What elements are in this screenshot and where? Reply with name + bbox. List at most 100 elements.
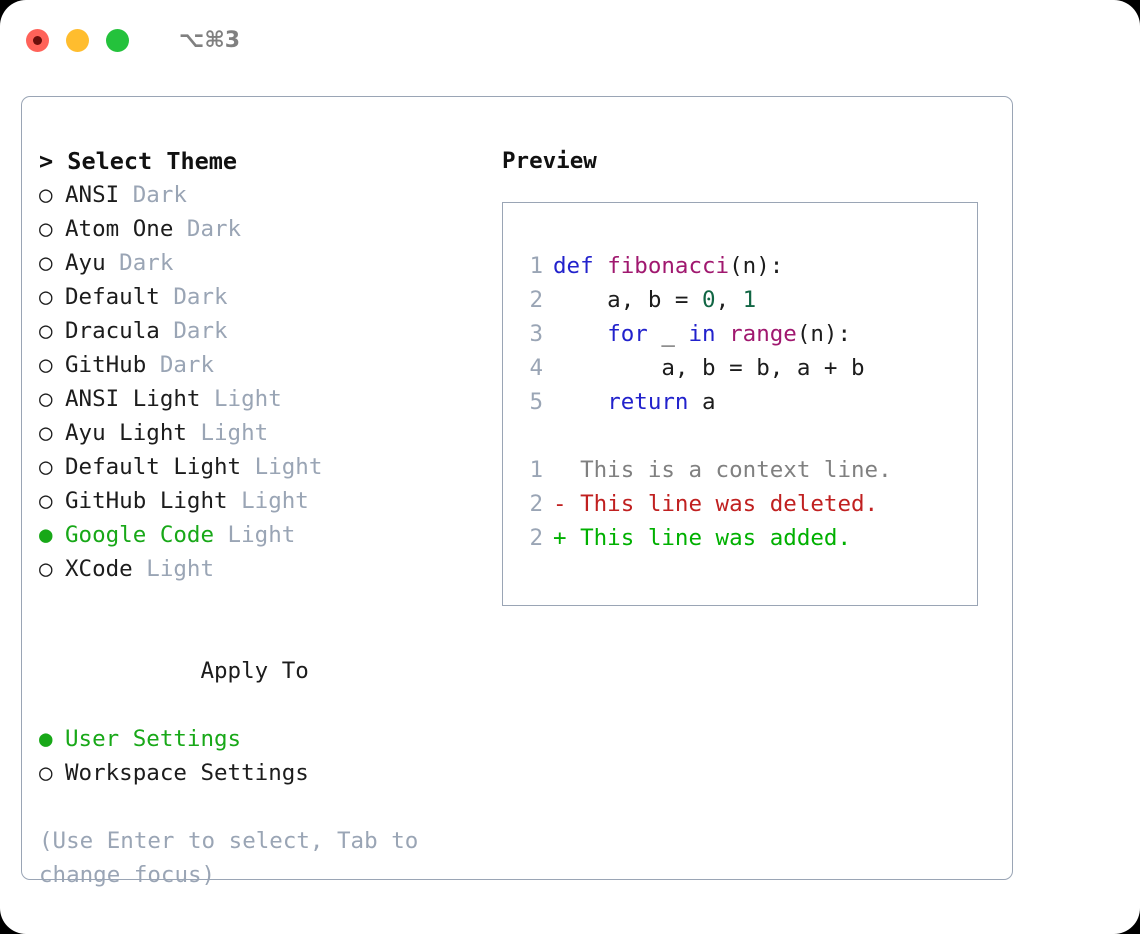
radio-unselected-icon: ○: [39, 318, 53, 344]
keyboard-shortcut-label: ⌥⌘3: [179, 27, 241, 53]
apply-to-option-label: Workspace Settings: [65, 760, 309, 786]
theme-option-kind: Light: [200, 386, 282, 412]
code-line: 2 a, b = 0, 1: [515, 283, 977, 317]
diff-line-text: - This line was deleted.: [553, 491, 879, 517]
code-token: (n):: [796, 321, 852, 347]
theme-option-name: Ayu: [65, 250, 106, 276]
theme-option-kind: Dark: [119, 182, 187, 208]
theme-option-kind: Dark: [159, 318, 228, 344]
apply-to-option[interactable]: ○ Workspace Settings: [39, 756, 479, 790]
theme-option-kind: Light: [186, 420, 269, 446]
code-token: (n):: [729, 253, 784, 279]
apply-to-option[interactable]: ●User Settings: [39, 722, 479, 756]
line-number: 2: [529, 525, 543, 551]
theme-option[interactable]: ○ ANSI Light Light: [39, 382, 479, 416]
code-token: 1: [742, 287, 757, 313]
apply-to-list: ●User Settings ○ Workspace Settings: [39, 722, 479, 790]
theme-option-name: Google Code: [65, 522, 215, 548]
theme-option[interactable]: ○Ayu Dark: [39, 246, 479, 280]
theme-option-kind: Light: [241, 454, 323, 480]
theme-option[interactable]: ○ Dracula Dark: [39, 314, 479, 348]
theme-picker-prompt: > Select Theme: [39, 147, 238, 175]
theme-option[interactable]: ○GitHub Light Light: [39, 484, 479, 518]
close-button[interactable]: [26, 28, 49, 52]
theme-option-name: GitHub Light: [65, 488, 228, 514]
theme-list: ○ANSI Dark○Atom One Dark○Ayu Dark○Defaul…: [39, 178, 479, 586]
code-token: [553, 321, 607, 347]
title-bar: ⌥⌘3: [0, 0, 1140, 80]
theme-option[interactable]: ○ Atom One Dark: [39, 212, 479, 246]
line-number: 1: [529, 253, 543, 279]
diff-line: 2 - This line was deleted.: [515, 487, 977, 521]
dialog-panel: > Select Theme ○ANSI Dark○Atom One Dark○…: [21, 96, 1013, 888]
code-token: [553, 389, 607, 415]
radio-selected-icon: ●: [39, 522, 53, 548]
code-token: def: [553, 253, 608, 279]
code-line: 4 a, b = b, a + b: [515, 351, 977, 385]
radio-selected-icon: ●: [39, 726, 53, 752]
keyboard-hint: (Use Enter to select, Tab to change focu…: [39, 828, 419, 888]
diff-line-text: This is a context line.: [553, 457, 892, 483]
theme-option[interactable]: ○ GitHub Dark: [39, 348, 479, 382]
traffic-lights: [26, 28, 129, 52]
theme-option-kind: Dark: [146, 352, 215, 378]
theme-option-name: Dracula: [65, 318, 160, 344]
code-line: 1 def fibonacci(n):: [515, 249, 977, 283]
line-number: 5: [529, 389, 543, 415]
diff-line: 1 This is a context line.: [515, 453, 977, 487]
theme-option-name: GitHub: [65, 352, 147, 378]
radio-unselected-icon: ○: [39, 182, 53, 208]
theme-option-kind: Light: [132, 556, 215, 582]
spacer: [515, 419, 977, 453]
diff-line-text: + This line was added.: [553, 525, 852, 551]
line-number: 2: [529, 287, 543, 313]
radio-unselected-icon: ○: [39, 386, 53, 412]
theme-option-name: Ayu Light: [65, 420, 187, 446]
line-number: 1: [529, 457, 543, 483]
theme-option-name: Default Light: [65, 454, 242, 480]
line-number: 3: [529, 321, 543, 347]
radio-unselected-icon: ○: [39, 556, 53, 582]
theme-option[interactable]: ○ ANSI Dark: [39, 178, 479, 212]
maximize-button[interactable]: [106, 28, 129, 52]
theme-option[interactable]: ○Default Dark: [39, 280, 479, 314]
code-token: a, b =: [553, 287, 703, 313]
theme-option[interactable]: ○ XCode Light: [39, 552, 479, 586]
code-line: 5 return a: [515, 385, 977, 419]
radio-unselected-icon: ○: [39, 454, 53, 480]
theme-option[interactable]: ○ Default Light Light: [39, 450, 479, 484]
theme-option[interactable]: ● Google Code Light: [39, 518, 479, 552]
theme-option-name: ANSI Light: [65, 386, 201, 412]
theme-option[interactable]: ○ Ayu Light Light: [39, 416, 479, 450]
radio-unselected-icon: ○: [39, 216, 53, 242]
apply-to-title: Apply To: [200, 658, 309, 684]
theme-option-kind: Dark: [105, 250, 174, 276]
theme-option-name: Atom One: [65, 216, 174, 242]
diff-line: 2 + This line was added.: [515, 521, 977, 555]
code-token: 0: [702, 287, 716, 313]
line-number: 2: [529, 491, 543, 517]
preview-title: Preview: [502, 148, 597, 174]
theme-option-kind: Dark: [159, 284, 228, 310]
radio-unselected-icon: ○: [39, 760, 53, 786]
code-token: range: [729, 321, 797, 347]
radio-unselected-icon: ○: [39, 420, 53, 446]
radio-unselected-icon: ○: [39, 488, 53, 514]
line-number: 4: [529, 355, 543, 381]
code-token: ,: [715, 287, 743, 313]
theme-option-kind: Light: [214, 522, 296, 548]
code-token: in: [688, 321, 716, 347]
minimize-button[interactable]: [66, 28, 89, 52]
theme-picker: > Select Theme ○ANSI Dark○Atom One Dark○…: [39, 144, 479, 892]
radio-unselected-icon: ○: [39, 284, 53, 310]
theme-option-name: ANSI: [65, 182, 120, 208]
code-token: [716, 321, 730, 347]
code-token: return: [607, 389, 689, 415]
code-token: _: [647, 321, 689, 347]
code-token: fibonacci: [607, 253, 730, 279]
theme-option-name: XCode: [65, 556, 133, 582]
theme-option-kind: Dark: [173, 216, 242, 242]
radio-unselected-icon: ○: [39, 352, 53, 378]
